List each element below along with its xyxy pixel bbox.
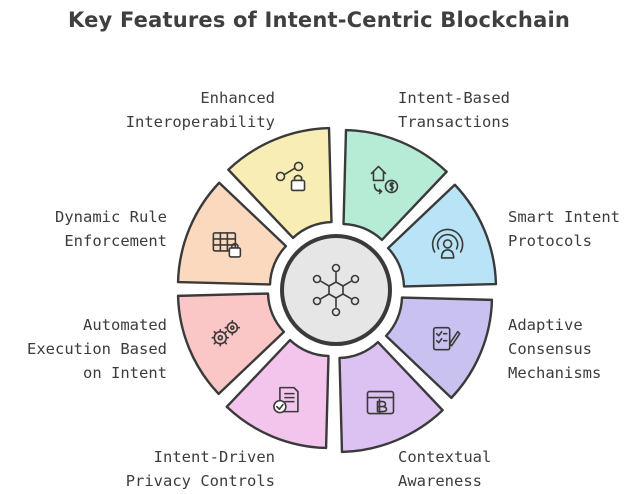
label-line: Contextual [398,448,492,466]
verified-document-icon [273,386,299,414]
label-intent-driven-privacy-controls: Intent-Driven Privacy Controls [126,445,275,493]
broadcast-user-icon [431,228,464,259]
gears-icon [211,319,241,347]
segment-automated-execution-based-on-intent [176,292,286,396]
network-lock-icon [275,161,306,192]
label-smart-intent-protocols: Smart Intent Protocols [508,205,620,253]
bitcoin-browser-icon [366,390,395,415]
label-line: Awareness [398,472,482,490]
label-line: Smart Intent [508,208,620,226]
checklist-pen-icon [432,326,461,351]
label-line: Consensus [508,340,592,358]
label-line: Protocols [508,232,592,250]
label-line: Execution Based [27,340,167,358]
label-line: Enforcement [64,232,167,250]
label-line: Mechanisms [508,364,602,382]
label-adaptive-consensus-mechanisms: Adaptive Consensus Mechanisms [508,313,601,385]
label-line: Automated [83,316,167,334]
label-line: Intent-Based [398,89,510,107]
label-intent-based-transactions: Intent-Based Transactions [398,86,510,134]
label-enhanced-interoperability: Enhanced Interoperability [126,86,275,134]
label-line: Privacy Controls [125,472,275,490]
segment-intent-driven-privacy-controls [225,338,330,450]
segment-intent-based-transactions [342,128,448,242]
segment-adaptive-consensus-mechanisms [384,296,494,400]
center-hub [280,234,392,346]
label-line: Dynamic Rule [55,208,167,226]
label-line: Intent-Driven [153,448,275,466]
label-line: Adaptive [508,316,583,334]
label-line: Transactions [398,113,510,131]
diagram-title: Key Features of Intent-Centric Blockchai… [68,8,570,32]
table-lock-icon [212,232,242,258]
label-contextual-awareness: Contextual Awareness [398,445,491,493]
home-dollar-swap-icon [370,165,399,195]
network-hub-icon [312,263,360,317]
segment-enhanced-interoperability [227,126,333,240]
label-line: Interoperability [125,113,275,131]
label-line: on Intent [83,364,167,382]
label-dynamic-rule-enforcement: Dynamic Rule Enforcement [55,205,167,253]
label-line: Enhanced [200,89,275,107]
label-automated-execution-based-on-intent: Automated Execution Based on Intent [27,313,167,385]
